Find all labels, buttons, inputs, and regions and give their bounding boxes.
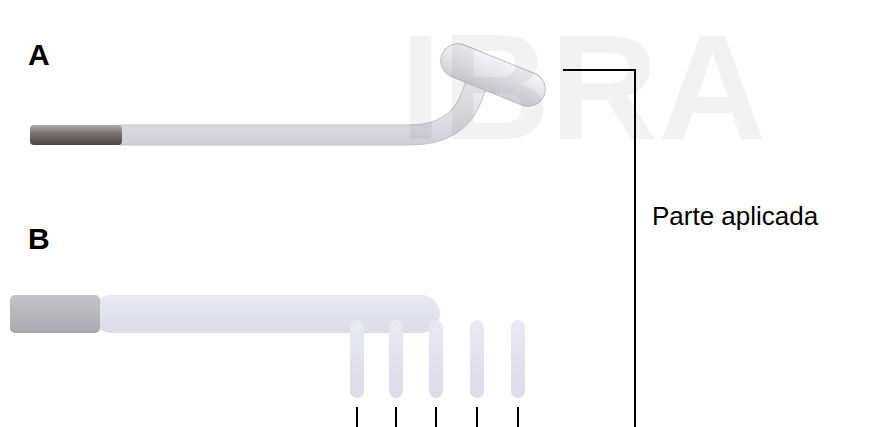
leader-tick: [435, 407, 437, 427]
comb-tooth: [429, 320, 443, 398]
part-letter: A: [28, 40, 50, 70]
part-label: Parte aplicada: [652, 203, 818, 229]
leader-tick: [476, 407, 478, 427]
leader-tick: [395, 407, 397, 427]
leader-tick: [517, 407, 519, 427]
comb-tooth: [350, 320, 364, 398]
watermark: IBRA: [400, 12, 767, 162]
comb-tooth: [470, 320, 484, 398]
part-letter: B: [28, 224, 50, 254]
leader-tick: [356, 407, 358, 427]
comb-body: [92, 295, 440, 333]
comb-tooth: [389, 320, 403, 398]
metal-cap: [30, 125, 122, 145]
comb-tooth: [511, 320, 525, 398]
metal-cap: [10, 295, 100, 333]
electrode-b: [10, 295, 525, 427]
